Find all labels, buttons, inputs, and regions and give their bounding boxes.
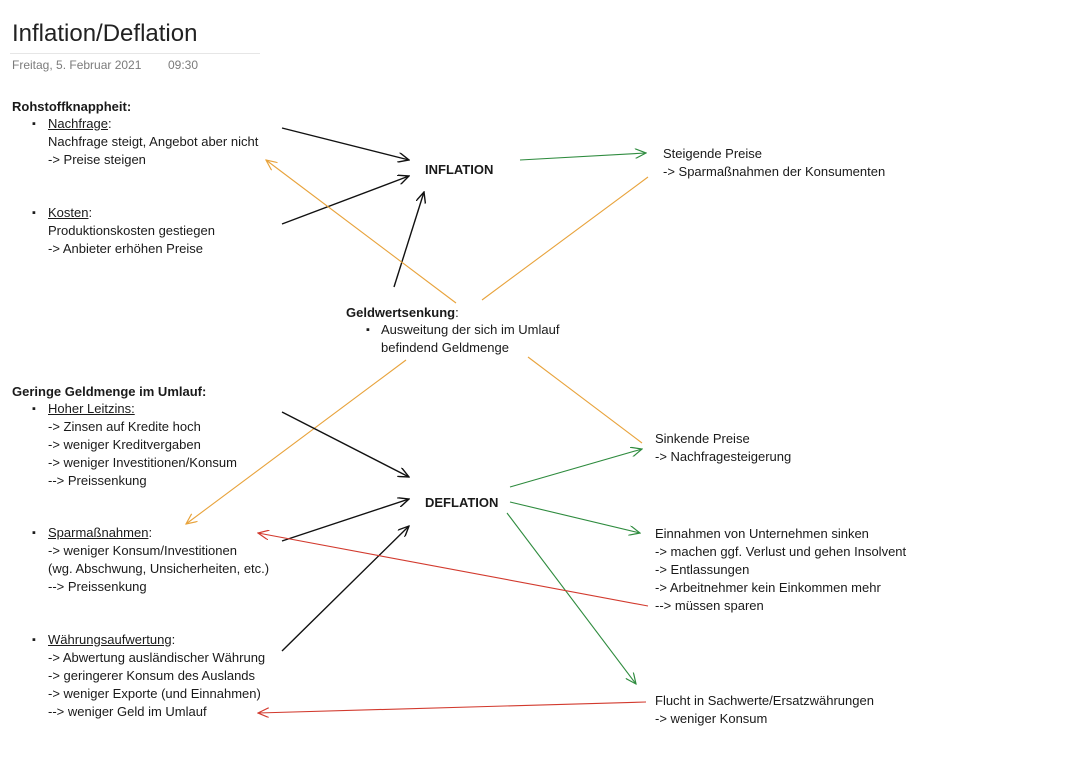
- waehrung-line: -> geringerer Konsum des Auslands: [48, 668, 256, 683]
- arrow-waehrung-to-deflation: [281, 526, 409, 652]
- deflation-label: DEFLATION: [425, 495, 499, 510]
- sinkende-block: Sinkende Preise -> Nachfragesteigerung: [655, 430, 791, 466]
- arrow-deflation-to-sinkende: [509, 449, 642, 488]
- leitzins-line: --> Preissenkung: [48, 473, 147, 488]
- page-title: Inflation/Deflation: [12, 20, 198, 47]
- rohstoff-heading: Rohstoffknappheit:: [12, 99, 132, 114]
- bullet-icon: ▪: [366, 324, 370, 336]
- waehrung-line: -> weniger Exporte (und Einnahmen): [48, 686, 261, 701]
- sparmassnahmen-line: --> Preissenkung: [48, 579, 147, 594]
- arrow-leitzins-to-deflation: [281, 411, 409, 477]
- sparmassnahmen-line: (wg. Abschwung, Unsicherheiten, etc.): [48, 561, 270, 576]
- bullet-icon: ▪: [32, 207, 36, 219]
- einnahmen-line: -> Arbeitnehmer kein Einkommen mehr: [655, 580, 881, 595]
- arrow-nachfrage-to-inflation: [281, 127, 409, 160]
- einnahmen-block: Einnahmen von Unternehmen sinken -> mach…: [655, 525, 906, 615]
- arrow-geldwert-to-nachfrage: [266, 160, 457, 304]
- kosten-label: Kosten: [48, 205, 89, 220]
- steigende-line: -> Sparmaßnahmen der Konsumenten: [663, 164, 886, 179]
- bullet-icon: ▪: [32, 634, 36, 646]
- geldwertsenkung-block: Geldwertsenkung:: [346, 304, 459, 322]
- sparmassnahmen-label: Sparmaßnahmen: [48, 525, 149, 540]
- arrow-inflation-to-steigende: [519, 153, 646, 161]
- note-date: Freitag, 5. Februar 2021: [12, 58, 142, 72]
- sparmassnahmen-colon: :: [148, 525, 153, 540]
- arrow-kosten-to-inflation: [281, 176, 409, 225]
- title-divider: [10, 53, 260, 54]
- nachfrage-block: Nachfrage: Nachfrage steigt, Angebot abe…: [48, 115, 258, 169]
- kosten-colon: :: [88, 205, 93, 220]
- nachfrage-colon: :: [107, 116, 112, 131]
- einnahmen-line: --> müssen sparen: [655, 598, 764, 613]
- arrow-steigende-to-geldwert: [481, 176, 649, 301]
- nachfrage-label: Nachfrage: [48, 116, 108, 131]
- kosten-line: -> Anbieter erhöhen Preise: [48, 241, 204, 256]
- bullet-icon: ▪: [32, 403, 36, 415]
- sinkende-line: -> Nachfragesteigerung: [655, 449, 792, 464]
- einnahmen-line: Einnahmen von Unternehmen sinken: [655, 526, 869, 541]
- leitzins-line: -> Zinsen auf Kredite hoch: [48, 419, 201, 434]
- geldwertsenkung-line: Ausweitung der sich im Umlauf: [381, 322, 560, 337]
- bullet-icon: ▪: [32, 118, 36, 130]
- waehrung-line: --> weniger Geld im Umlauf: [48, 704, 207, 719]
- geldwertsenkung-heading: Geldwertsenkung: [346, 305, 456, 320]
- arrow-geldwert-to-inflation: [393, 192, 424, 288]
- arrow-deflation-to-flucht: [506, 512, 636, 684]
- inflation-label: INFLATION: [425, 162, 494, 177]
- geldwertsenkung-line: befindend Geldmenge: [381, 340, 509, 355]
- arrow-flucht-to-waehrung: [258, 701, 647, 713]
- kosten-line: Produktionskosten gestiegen: [48, 223, 215, 238]
- flucht-block: Flucht in Sachwerte/Ersatzwährungen -> w…: [655, 692, 874, 728]
- waehrung-label: Währungsaufwertung: [48, 632, 172, 647]
- leitzins-line: -> weniger Kreditvergaben: [48, 437, 201, 452]
- geldmenge-heading: Geringe Geldmenge im Umlauf:: [12, 384, 207, 399]
- kosten-block: Kosten: Produktionskosten gestiegen -> A…: [48, 204, 215, 258]
- note-time: 09:30: [168, 58, 199, 72]
- flucht-line: -> weniger Konsum: [655, 711, 768, 726]
- leitzins-block: Hoher Leitzins: -> Zinsen auf Kredite ho…: [48, 400, 237, 490]
- leitzins-line: -> weniger Investitionen/Konsum: [48, 455, 237, 470]
- nachfrage-line: Nachfrage steigt, Angebot aber nicht: [48, 134, 259, 149]
- waehrung-block: Währungsaufwertung: -> Abwertung ausländ…: [48, 631, 265, 721]
- waehrung-line: -> Abwertung ausländischer Währung: [48, 650, 266, 665]
- einnahmen-line: -> Entlassungen: [655, 562, 750, 577]
- waehrung-colon: :: [171, 632, 176, 647]
- arrow-einnahmen-to-sparmassnahmen: [258, 533, 649, 607]
- arrow-deflation-to-einnahmen: [509, 501, 640, 533]
- nachfrage-line: -> Preise steigen: [48, 152, 146, 167]
- geldwertsenkung-colon: :: [455, 305, 459, 320]
- arrow-sparmassnahmen-to-deflation: [281, 499, 409, 542]
- arrow-geldwert-to-sparmassnahmen: [186, 359, 407, 524]
- flucht-line: Flucht in Sachwerte/Ersatzwährungen: [655, 693, 874, 708]
- sparmassnahmen-block: Sparmaßnahmen: -> weniger Konsum/Investi…: [48, 524, 269, 596]
- sinkende-line: Sinkende Preise: [655, 431, 750, 446]
- steigende-line: Steigende Preise: [663, 146, 763, 161]
- arrow-geldwert-to-sinkende: [527, 356, 643, 444]
- steigende-block: Steigende Preise -> Sparmaßnahmen der Ko…: [663, 145, 885, 181]
- sparmassnahmen-line: -> weniger Konsum/Investitionen: [48, 543, 237, 558]
- geldwertsenkung-lines: Ausweitung der sich im Umlauf befindend …: [381, 321, 559, 357]
- bullet-icon: ▪: [32, 527, 36, 539]
- leitzins-label: Hoher Leitzins:: [48, 401, 135, 416]
- einnahmen-line: -> machen ggf. Verlust und gehen Insolve…: [655, 544, 907, 559]
